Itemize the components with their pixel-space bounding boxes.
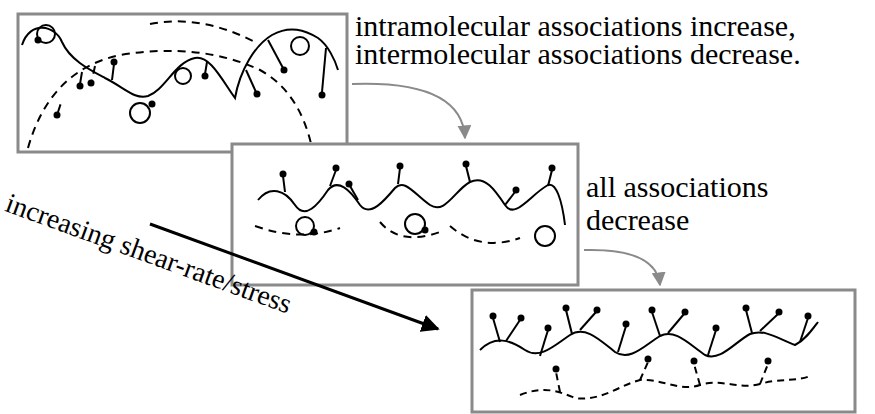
transition-note: intramolecular associations increase, in… [355, 12, 870, 68]
transition-arrow [584, 250, 660, 285]
transition-note: all associations decrease [586, 170, 831, 236]
panel-one [18, 14, 347, 152]
transition-arrow [352, 84, 465, 138]
transition-note-holder: all associations decrease [586, 170, 831, 236]
panel-three [472, 290, 855, 412]
panel-two [232, 144, 578, 285]
transition-note-holder: intramolecular associations increase, in… [355, 12, 870, 68]
